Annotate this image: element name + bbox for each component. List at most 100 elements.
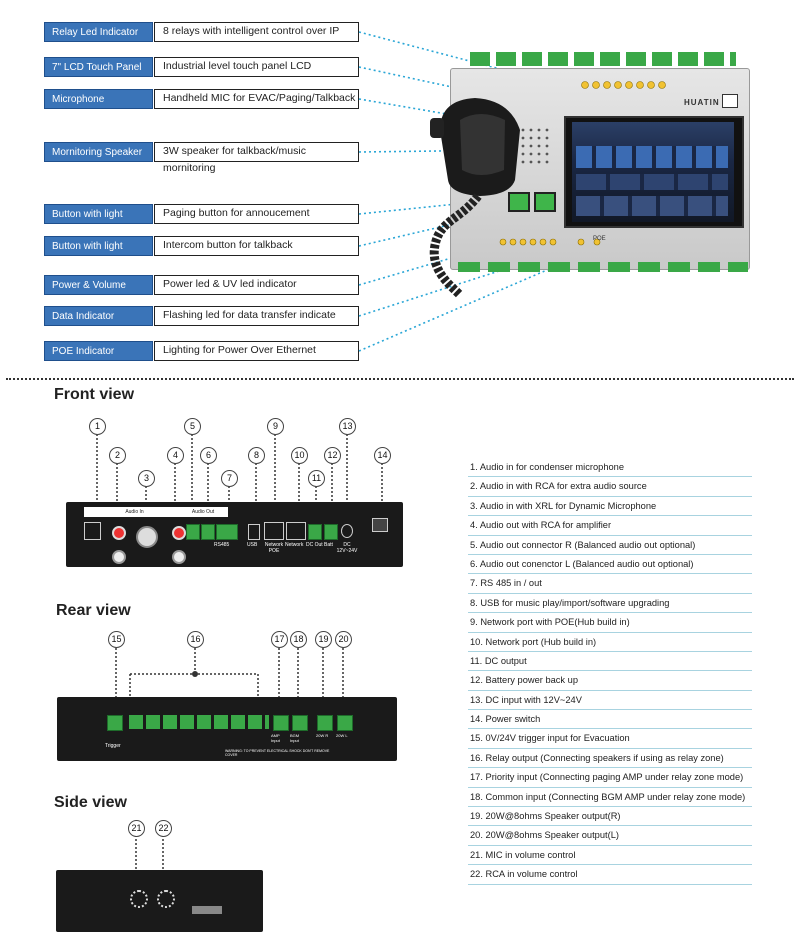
callout-microphone: Microphone Handheld MIC for EVAC/Paging/… (44, 89, 359, 109)
bubble-17: 17 (271, 631, 288, 648)
legend-item: 9. Network port with POE(Hub build in) (468, 613, 752, 633)
callout-label: POE Indicator (44, 341, 153, 361)
rca-out-knob (172, 550, 186, 564)
bubble-11: 11 (308, 470, 325, 487)
dc-label: DC 12V~24V (336, 542, 358, 554)
legend-item: 21. MIC in volume control (468, 846, 752, 866)
bubble-8: 8 (248, 447, 265, 464)
legend-item: 3. Audio in with XRL for Dynamic Microph… (468, 497, 752, 517)
power-switch (372, 518, 388, 532)
certification-marks (192, 906, 222, 914)
rear-panel: Trigger AMP Input BGM Input 20W R 20W L … (57, 697, 397, 761)
callout-desc: 8 relays with intelligent control over I… (154, 22, 359, 42)
out-r-label: 20W R (316, 733, 329, 738)
callout-speaker: Mornitoring Speaker 3W speaker for talkb… (44, 142, 359, 174)
legend-item: 2. Audio in with RCA for extra audio sou… (468, 477, 752, 497)
callout-label: Mornitoring Speaker (44, 142, 153, 162)
rca-in-knob (112, 550, 126, 564)
network-port (286, 522, 306, 540)
callout-desc: Paging button for annoucement (154, 204, 359, 224)
relay-led-row (581, 81, 666, 89)
audio-in-label: Audio In (125, 509, 144, 515)
legend-item: 19. 20W@8ohms Speaker output(R) (468, 807, 752, 827)
bubble-1: 1 (89, 418, 106, 435)
legend-item: 1. Audio in for condenser microphone (468, 458, 752, 478)
callout-desc: Handheld MIC for EVAC/Paging/Talkback (154, 89, 359, 109)
callout-label: Microphone (44, 89, 153, 109)
legend-item: 14. Power switch (468, 710, 752, 730)
relay-output-terminals (129, 715, 269, 729)
bubble-5: 5 (184, 418, 201, 435)
legend-item: 6. Audio out conenctor L (Balanced audio… (468, 555, 752, 575)
batt-label: Batt (324, 542, 333, 548)
callout-poe: POE Indicator Lighting for Power Over Et… (44, 341, 359, 361)
bubble-6: 6 (200, 447, 217, 464)
usb-label: USB (247, 542, 258, 548)
bubble-14: 14 (374, 447, 391, 464)
audio-out-label: Audio Out (191, 509, 215, 515)
network-label: Network (285, 542, 304, 548)
callout-intercom-button: Button with light Intercom button for ta… (44, 236, 359, 256)
dc-input-jack (341, 524, 353, 538)
rs485-label: RS485 (214, 542, 230, 548)
power-volume-leds (499, 238, 601, 246)
out-l-label: 20W L (336, 733, 348, 738)
lcd-touch-panel (564, 116, 744, 228)
legend-item: 7. RS 485 in / out (468, 574, 752, 594)
callout-label: Relay Led Indicator (44, 22, 153, 42)
legend-item: 13. DC input with 12V~24V (468, 691, 752, 711)
callout-paging-button: Button with light Paging button for anno… (44, 204, 359, 224)
legend-item: 15. 0V/24V trigger input for Evacuation (468, 729, 752, 749)
warning-text: WARNING: TO PREVENT ELECTRICAL SHOCK DON… (225, 749, 330, 757)
audio-out-r-terminal (186, 524, 200, 540)
bubble-2: 2 (109, 447, 126, 464)
network-poe-label: Network POE (264, 542, 284, 554)
callout-relay-led: Relay Led Indicator 8 relays with intell… (44, 22, 359, 42)
callout-desc: Flashing led for data transfer indicate (154, 306, 359, 326)
legend-item: 20. 20W@8ohms Speaker output(L) (468, 826, 752, 846)
front-panel: Audio In Audio Out RS485 USB Network POE… (66, 502, 403, 567)
handheld-microphone (429, 98, 520, 299)
mic-volume-knob (130, 890, 148, 908)
feature-legend: 1. Audio in for condenser microphone 2. … (468, 458, 752, 885)
bubble-9: 9 (267, 418, 284, 435)
xlr-jack (136, 526, 158, 548)
callout-desc: Intercom button for talkback (154, 236, 359, 256)
trigger-terminal (107, 715, 123, 731)
speaker-out-l-terminal (337, 715, 353, 731)
side-panel (56, 870, 263, 932)
audio-out-l-terminal (201, 524, 215, 540)
bubble-10: 10 (291, 447, 308, 464)
legend-item: 4. Audio out with RCA for amplifier (468, 516, 752, 536)
poe-label: POE (593, 236, 606, 242)
bottom-terminal-strip (458, 262, 748, 272)
callout-label: 7" LCD Touch Panel (44, 57, 153, 77)
legend-item: 17. Priority input (Connecting paging AM… (468, 768, 752, 788)
trigger-label: Trigger (105, 743, 121, 749)
bubble-22: 22 (155, 820, 172, 837)
legend-item: 11. DC output (468, 652, 752, 672)
bubble-4: 4 (167, 447, 184, 464)
callout-lcd: 7" LCD Touch Panel Industrial level touc… (44, 57, 359, 77)
bubble-16: 16 (187, 631, 204, 648)
bubble-21: 21 (128, 820, 145, 837)
speaker-out-r-terminal (317, 715, 333, 731)
bubble-18: 18 (290, 631, 307, 648)
callout-label: Data Indicator (44, 306, 153, 326)
legend-item: 22. RCA in volume control (468, 865, 752, 885)
priority-input-terminal (273, 715, 289, 731)
amp-input-label: AMP Input (271, 733, 280, 743)
intercom-button (534, 192, 556, 212)
callout-power-volume: Power & Volume Power led & UV led indica… (44, 275, 359, 295)
front-view-title: Front view (54, 386, 135, 403)
common-input-terminal (292, 715, 308, 731)
rear-view-leaders (115, 648, 344, 702)
brand-mark-icon (722, 94, 738, 108)
rca-in-jack (112, 526, 126, 540)
bubble-7: 7 (221, 470, 238, 487)
paging-button (508, 192, 530, 212)
rca-out-jack (172, 526, 186, 540)
dc-out-terminal (308, 524, 322, 540)
bubble-13: 13 (339, 418, 356, 435)
section-separator (6, 378, 794, 380)
